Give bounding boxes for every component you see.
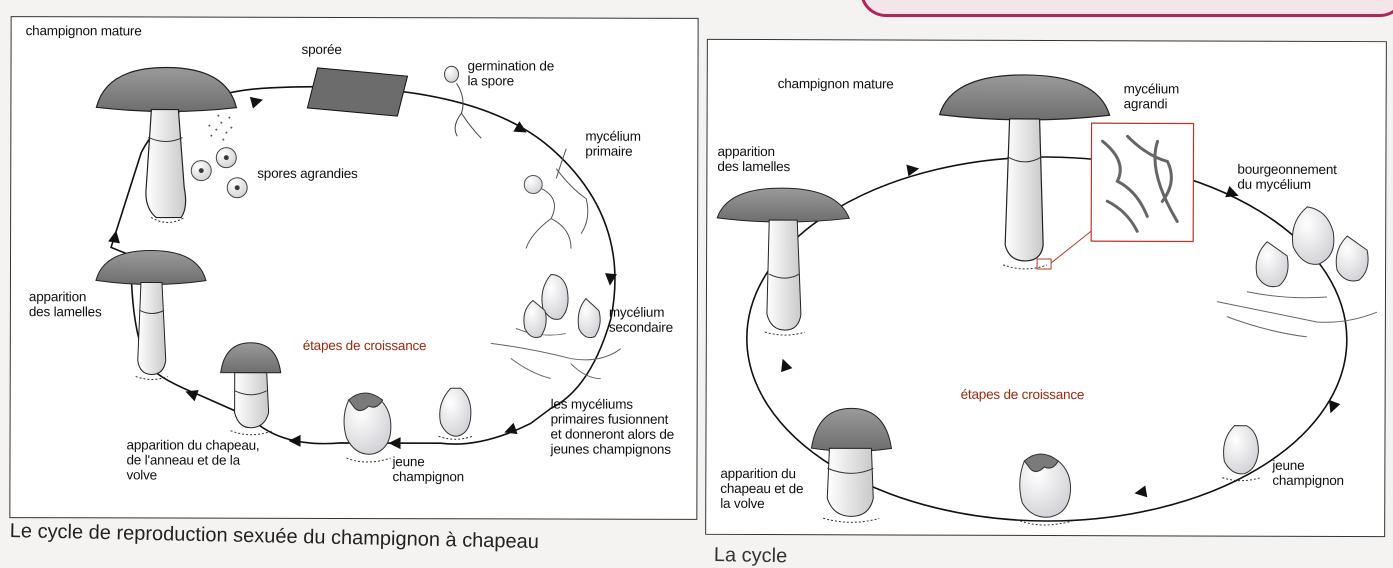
- cycle-arrow: [108, 230, 122, 244]
- cycle-arrow: [183, 386, 198, 401]
- gills-mushroom: [96, 250, 206, 379]
- cycle-arrow: [1325, 400, 1340, 415]
- label-young-mushroom: jeune champignon: [392, 454, 464, 484]
- mature-mushroom: [96, 67, 236, 222]
- label-growth-stages: étapes de croissance: [961, 387, 1085, 402]
- spore-dust: [208, 115, 232, 141]
- cap-volva-mushroom: [811, 408, 891, 522]
- label-secondary-mycelium: mycélium secondaire: [609, 305, 673, 335]
- label-mature-mushroom: champignon mature: [26, 23, 142, 38]
- label-primary-mycelium: mycélium primaire: [585, 129, 640, 159]
- button-mushroom: [1020, 454, 1073, 525]
- enlarged-spores: [191, 148, 247, 198]
- cycle-arrow: [389, 437, 401, 449]
- cycle-arrow: [777, 357, 792, 372]
- label-growth-stages: étapes de croissance: [303, 338, 427, 353]
- label-enlarged-spores: spores agrandies: [257, 166, 357, 181]
- label-cap-ring-volva: apparition du chapeau, de l'anneau et de…: [126, 437, 259, 482]
- sexual-cycle-panel: champignon mature sporée germination de …: [9, 16, 698, 520]
- primary-mycelium: [524, 148, 588, 248]
- enlarged-mycelium-box: [1051, 123, 1193, 263]
- spore-print: [307, 68, 407, 116]
- growth-cycle-panel: champignon mature mycélium agrandi appar…: [705, 39, 1387, 537]
- label-spore-germination: germination de la spore: [467, 58, 554, 88]
- button-mushroom: [344, 393, 391, 462]
- label-mature-mushroom: champignon mature: [778, 76, 894, 91]
- label-mycelium-budding: bourgeonnement du mycélium: [1237, 162, 1336, 192]
- figure-caption: Le cycle de reproduction sexuée du champ…: [10, 520, 540, 554]
- mature-mushroom: [939, 75, 1110, 270]
- label-mycelia-fuse: les mycéliums primaires fusionnent et do…: [551, 397, 675, 457]
- label-gills-appearance: apparition des lamelles: [29, 289, 102, 319]
- label-young-mushroom: jeune champignon: [1272, 458, 1344, 488]
- figure-caption-second: La cycle: [714, 544, 788, 568]
- label-gills-appearance: apparition des lamelles: [717, 144, 790, 174]
- cycle-arrow: [1133, 485, 1147, 499]
- young-mushroom: [439, 388, 473, 439]
- young-mushroom: [1222, 426, 1260, 481]
- cycle-arrow: [289, 435, 301, 447]
- label-spore-print: sporée: [302, 42, 342, 57]
- page-corner-decoration: [860, 0, 1393, 17]
- label-enlarged-mycelium: mycélium agrandi: [1124, 81, 1180, 111]
- gills-mushroom: [717, 188, 850, 335]
- cycle-arrow: [502, 423, 517, 438]
- secondary-mycelium: [491, 274, 621, 378]
- cycle-arrow: [250, 94, 265, 109]
- cap-ring-volva-mushroom: [221, 343, 281, 435]
- budding-mycelium: [1217, 207, 1377, 338]
- label-cap-volva: apparition du chapeau et de la volve: [720, 466, 803, 511]
